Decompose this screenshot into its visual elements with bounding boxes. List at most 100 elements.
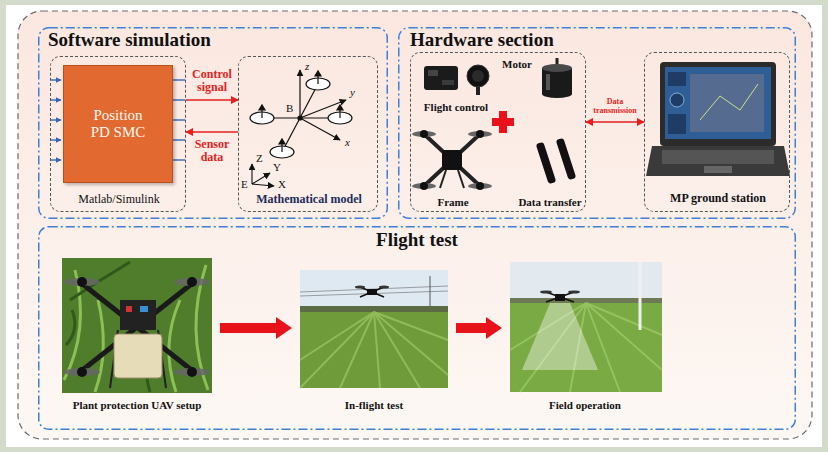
signal-ports bbox=[51, 79, 61, 80]
signal-ports bbox=[51, 159, 61, 160]
laptop-picture bbox=[660, 62, 776, 146]
signal-ports bbox=[173, 119, 185, 120]
connectors bbox=[186, 100, 644, 339]
signal-ports bbox=[173, 159, 185, 160]
ground-station-box: MP ground station bbox=[644, 52, 790, 212]
photo-uav-setup bbox=[62, 258, 212, 393]
frame-picture bbox=[468, 183, 492, 189]
quadrotor-model bbox=[259, 105, 265, 110]
signal-ports bbox=[51, 99, 61, 100]
edge-label: Data transmission bbox=[587, 98, 643, 116]
photo-uav-setup bbox=[64, 278, 100, 286]
panel-outline bbox=[399, 28, 796, 219]
laptop-picture bbox=[646, 146, 790, 176]
axis-label: x bbox=[345, 136, 350, 148]
frame-picture bbox=[468, 131, 492, 137]
photo-uav-setup bbox=[66, 310, 75, 345]
page-frame bbox=[18, 11, 812, 439]
antenna-picture bbox=[556, 138, 577, 180]
photo-field-operation bbox=[546, 292, 574, 302]
hardware-box: Flight controlMotorFrameData transfer bbox=[410, 52, 586, 212]
axis-label: X bbox=[278, 178, 286, 190]
photo-uav-setup bbox=[114, 334, 162, 378]
earth-frame bbox=[252, 173, 270, 184]
block-text: Position PD SMC bbox=[82, 107, 154, 142]
laptop-picture bbox=[646, 62, 790, 176]
panel-title: Flight test bbox=[38, 229, 796, 251]
signal-ports bbox=[51, 139, 61, 140]
axis-label: y bbox=[350, 86, 355, 98]
photo-frame: Field operation bbox=[506, 256, 664, 418]
section-panel: Software simulationMatlab/SimulinkPositi… bbox=[38, 27, 388, 219]
photo-in-flight bbox=[360, 287, 384, 297]
frame-picture bbox=[476, 130, 484, 138]
signal-arrow bbox=[186, 99, 238, 101]
photo-field-operation bbox=[586, 303, 662, 335]
photo-in-flight bbox=[300, 306, 448, 312]
photo-uav-setup bbox=[174, 278, 210, 286]
photo-in-flight bbox=[300, 270, 448, 388]
photo-in-flight bbox=[360, 287, 384, 297]
photo-field-operation bbox=[522, 303, 598, 370]
section-panel: Hardware sectionFlight control MotorFrame… bbox=[398, 27, 796, 219]
motor-picture bbox=[542, 64, 572, 72]
photo-in-flight bbox=[340, 312, 374, 388]
panel-title: Hardware section bbox=[410, 29, 650, 51]
photo-field-operation bbox=[540, 290, 552, 293]
box-caption: MP ground station bbox=[645, 192, 791, 206]
laptop-picture bbox=[704, 166, 732, 173]
signal-ports bbox=[51, 119, 61, 120]
signal-ports bbox=[173, 79, 185, 80]
earth-frame bbox=[252, 184, 274, 186]
part-name: Flight control bbox=[415, 101, 497, 114]
frame-picture bbox=[420, 182, 428, 190]
photo-uav-setup bbox=[77, 277, 87, 287]
signal-ports bbox=[173, 99, 185, 100]
axis-label: E bbox=[241, 178, 248, 190]
frame-picture bbox=[440, 170, 446, 188]
photo-uav-setup bbox=[95, 300, 103, 392]
axis-label: B bbox=[286, 102, 293, 114]
photo-in-flight bbox=[374, 312, 448, 340]
photo-in-flight bbox=[355, 286, 365, 289]
motor-picture bbox=[546, 74, 550, 90]
flight-controller bbox=[476, 87, 480, 95]
photo-uav-setup bbox=[70, 262, 130, 300]
photo-in-flight bbox=[374, 312, 448, 375]
panel-outline bbox=[39, 28, 388, 219]
photo-caption: Plant protection UAV setup bbox=[58, 399, 216, 412]
photo-uav-setup bbox=[62, 258, 212, 393]
model-box: Mathematical model bbox=[238, 56, 378, 212]
photo-uav-setup bbox=[64, 368, 100, 376]
flight-controller bbox=[424, 65, 489, 95]
photo-uav-setup bbox=[187, 367, 197, 377]
frame-picture bbox=[424, 134, 480, 186]
quadrotor-model bbox=[337, 105, 343, 110]
part-name: Frame bbox=[425, 196, 481, 209]
photo-in-flight bbox=[374, 312, 380, 388]
photo-uav-setup bbox=[174, 368, 210, 376]
photo-in-flight bbox=[300, 312, 374, 388]
box-caption: Matlab/Simulink bbox=[51, 193, 187, 207]
flight-controller bbox=[472, 70, 484, 82]
laptop-picture bbox=[668, 72, 686, 86]
axis-label: Y bbox=[273, 161, 281, 173]
antenna-picture bbox=[536, 138, 577, 184]
photo-uav-setup bbox=[169, 300, 180, 392]
flow-arrow bbox=[456, 317, 502, 339]
part-name: Motor bbox=[495, 58, 539, 71]
laptop-picture bbox=[670, 93, 684, 107]
flight-controller bbox=[424, 66, 458, 90]
motor-picture bbox=[542, 90, 572, 98]
quadrotor-model bbox=[315, 71, 321, 76]
photo-uav-setup bbox=[120, 300, 156, 330]
panel-outline bbox=[398, 27, 796, 219]
photo-in-flight bbox=[300, 312, 448, 388]
frame-picture bbox=[442, 150, 462, 170]
photo-frame: Plant protection UAV setup bbox=[58, 256, 216, 418]
photo-uav-setup bbox=[77, 367, 87, 377]
flight-controller bbox=[467, 65, 489, 87]
photo-field-operation bbox=[510, 262, 662, 392]
frame-picture bbox=[412, 131, 436, 137]
